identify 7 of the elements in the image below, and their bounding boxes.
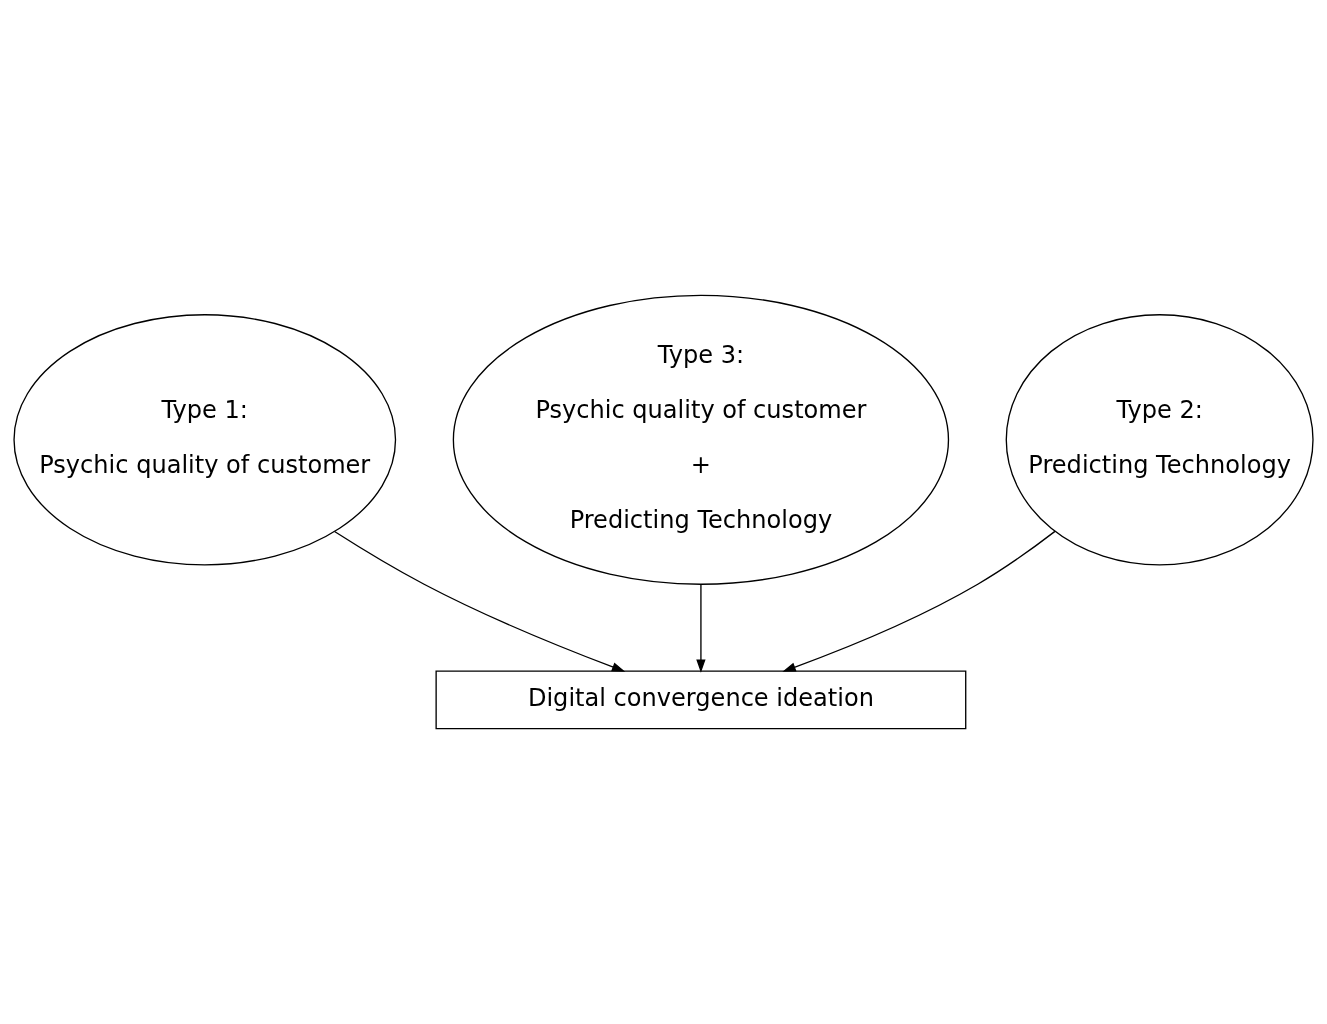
node-ellipse: Type 3: Psychic quality of customer + Predicting Technology <box>452 294 950 585</box>
node-box: Digital convergence ideation <box>435 670 967 730</box>
arrow <box>696 583 706 673</box>
node-ellipse: Type 2: Predicting Technology <box>1005 314 1314 566</box>
arrow <box>333 530 626 672</box>
arrow <box>782 530 1056 672</box>
node-ellipse: Type 1: Psychic quality of customer <box>13 314 397 566</box>
